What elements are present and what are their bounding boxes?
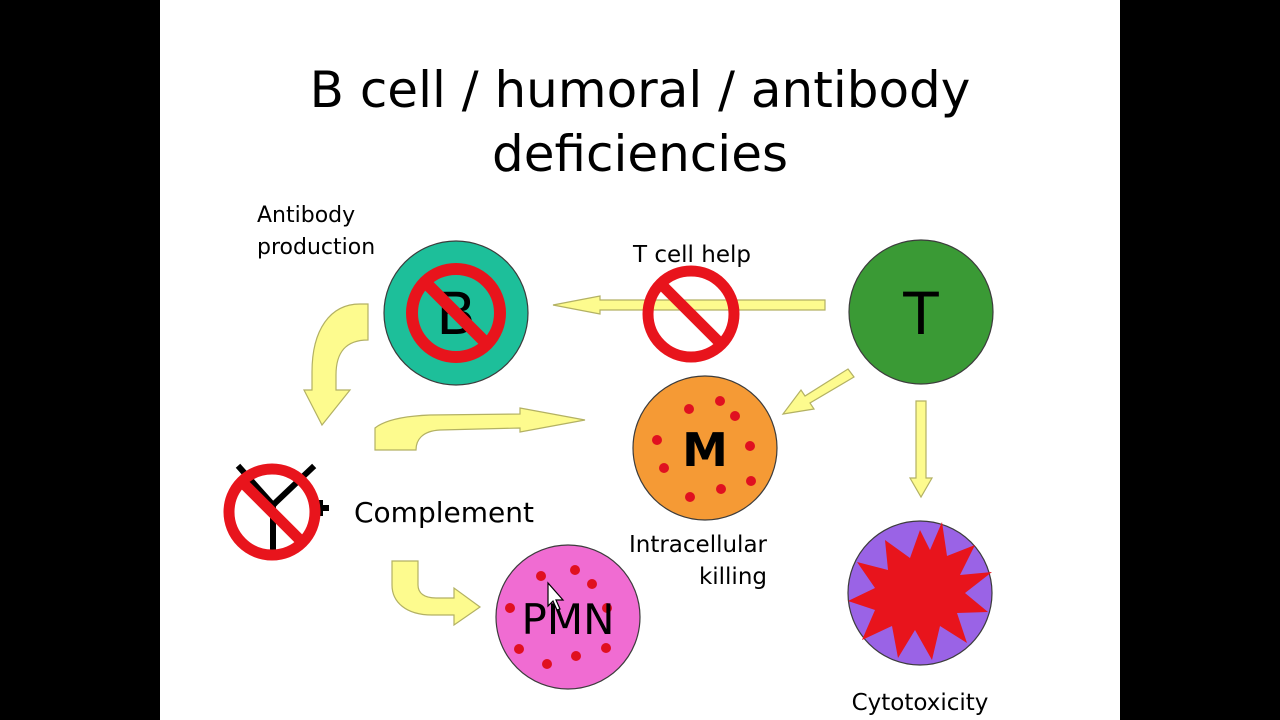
label-complement: Complement	[354, 496, 534, 529]
pmn-label: PMN	[522, 595, 615, 644]
mouse-cursor-icon	[547, 581, 565, 611]
pmn-body	[495, 544, 641, 690]
b-cell: B	[383, 240, 529, 386]
t-to-cytotoxic-arrow	[908, 400, 934, 499]
label-intracellular: Intracellular	[629, 532, 768, 558]
label-cytotoxicity: Cytotoxicity	[852, 690, 989, 716]
label-antibody: Antibody	[257, 203, 355, 228]
granules	[505, 565, 612, 669]
macrophage-cell: M	[632, 375, 778, 521]
t-to-m-arrow	[781, 368, 855, 415]
label-killing: killing	[699, 564, 767, 590]
cytotoxic-cell	[847, 520, 993, 666]
burst-icon	[848, 522, 992, 660]
prohibition-icon	[642, 265, 740, 363]
t-cell: T	[848, 239, 994, 385]
prohibition-icon	[223, 463, 321, 561]
t-cell-letter: T	[902, 280, 939, 348]
granules	[652, 396, 756, 502]
immune-diagram: Antibody production T cell help Compleme…	[223, 203, 994, 716]
slide-title: B cell / humoral / antibody deficiencies	[160, 58, 1120, 186]
complement-to-pmn-arrow	[391, 560, 482, 627]
t-cell-body	[848, 239, 994, 385]
pmn-cell: PMN	[495, 544, 641, 690]
label-production: production	[257, 235, 375, 260]
slide: B cell / humoral / antibody deficiencies…	[160, 0, 1120, 720]
label-t-cell-help: T cell help	[632, 242, 751, 268]
antibody-to-m-arrow	[374, 407, 586, 451]
prohibition-icon	[406, 263, 506, 363]
macrophage-body	[632, 375, 778, 521]
b-to-antibody-arrow	[303, 303, 369, 427]
title-line-2: deficiencies	[491, 125, 789, 183]
title-line-1: B cell / humoral / antibody	[309, 61, 971, 119]
antibody	[223, 463, 329, 561]
macrophage-letter: M	[682, 423, 728, 477]
